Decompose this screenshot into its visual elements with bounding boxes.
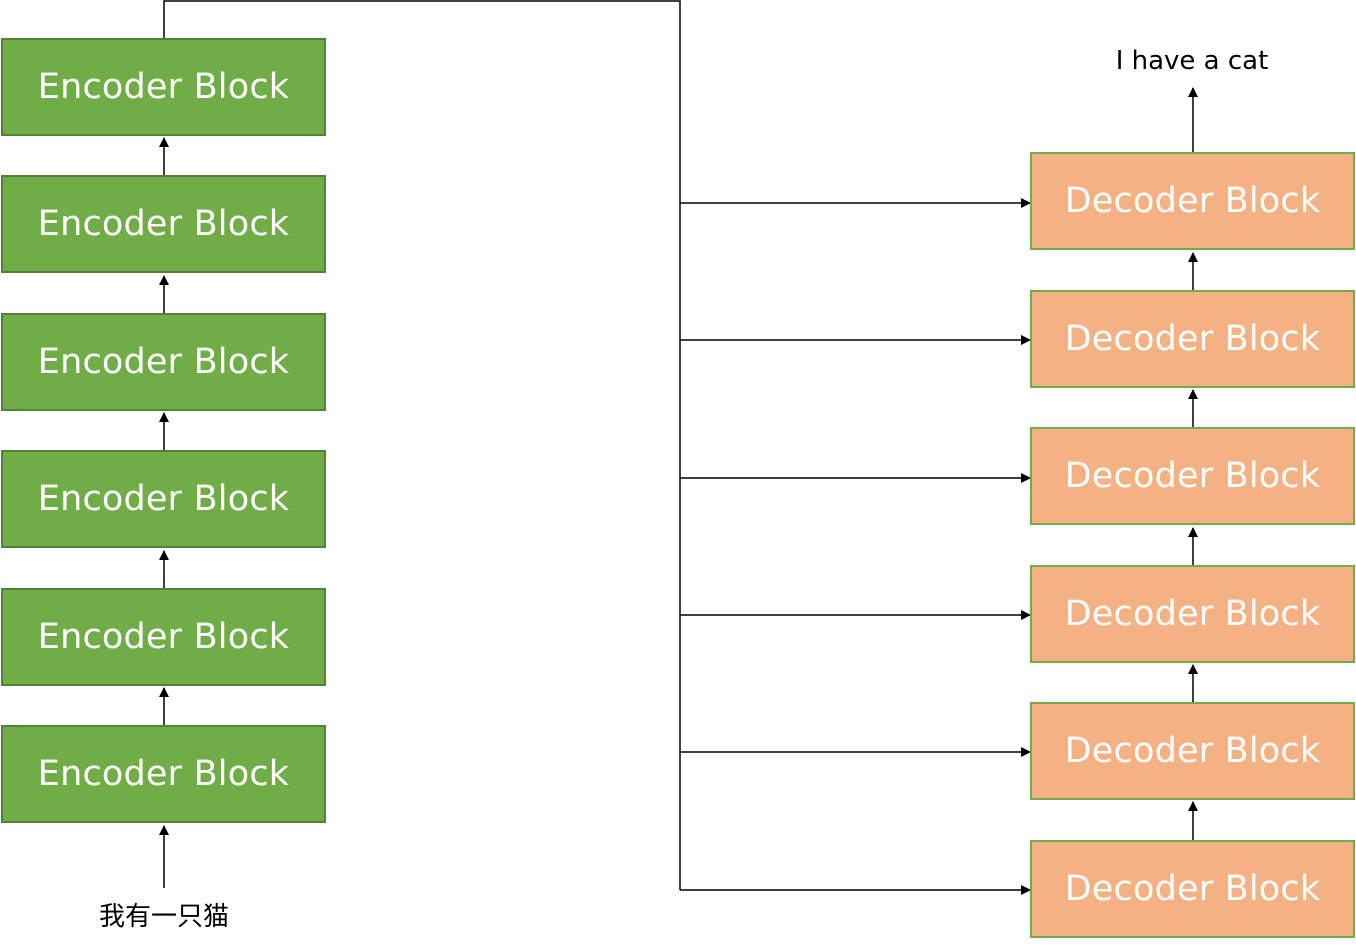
encoder-block: Encoder Block <box>1 588 326 686</box>
encoder-output-line <box>163 0 681 890</box>
encoder-block: Encoder Block <box>1 725 326 823</box>
decoder-block: Decoder Block <box>1030 290 1355 388</box>
decoder-block: Decoder Block <box>1030 565 1355 663</box>
encoder-block: Encoder Block <box>1 175 326 273</box>
encoder-block: Encoder Block <box>1 450 326 548</box>
encoder-block: Encoder Block <box>1 38 326 136</box>
decoder-block: Decoder Block <box>1030 840 1355 938</box>
decoder-block: Decoder Block <box>1030 152 1355 250</box>
output-sentence: I have a cat <box>1115 46 1269 76</box>
encoder-block: Encoder Block <box>1 313 326 411</box>
decoder-block: Decoder Block <box>1030 702 1355 800</box>
input-sentence: 我有一只猫 <box>98 902 230 932</box>
decoder-block: Decoder Block <box>1030 427 1355 525</box>
